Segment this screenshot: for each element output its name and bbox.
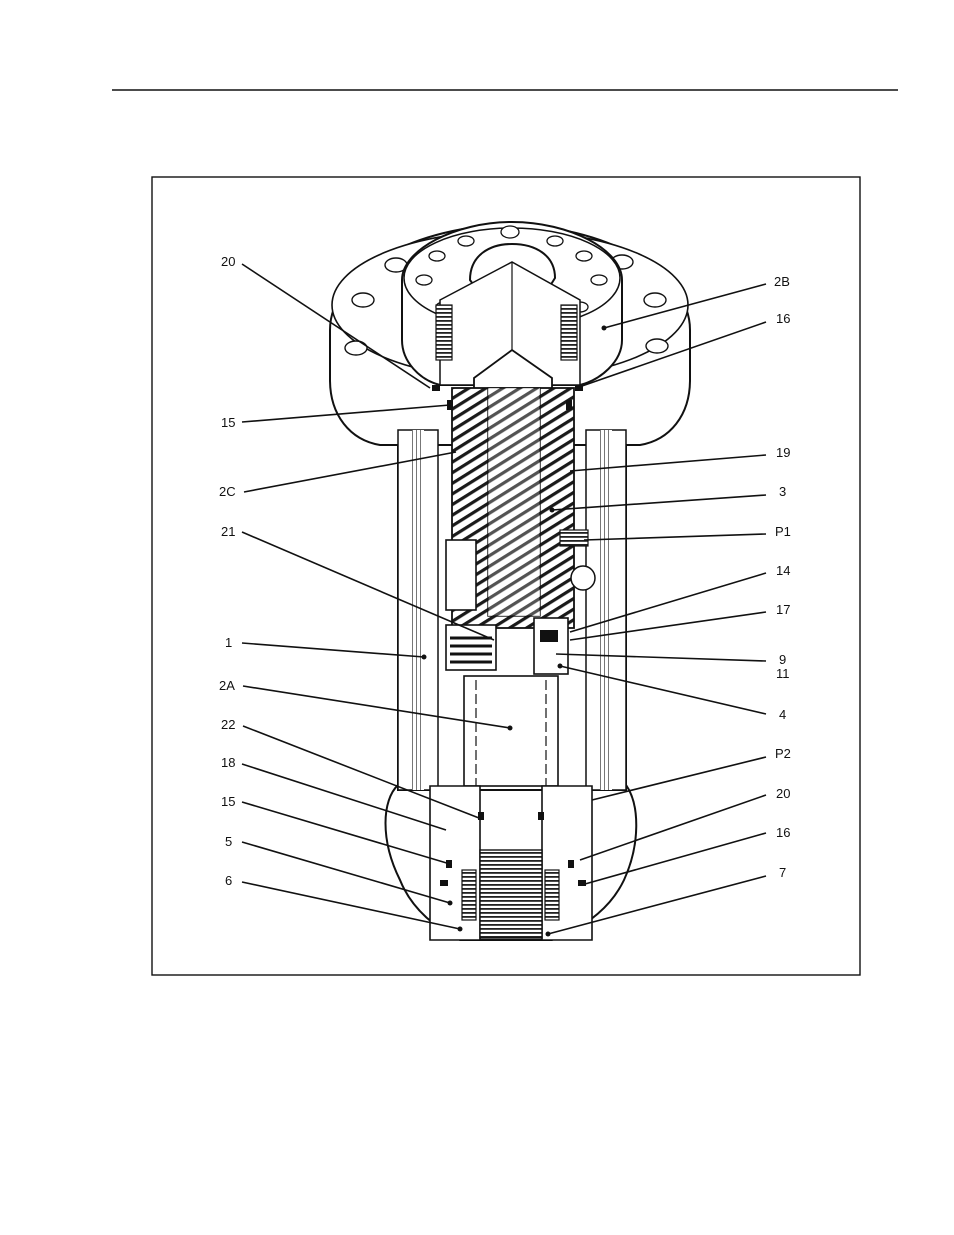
callout-4: 4 [779, 707, 786, 722]
callout-18: 18 [221, 755, 235, 770]
callout-9: 9 [779, 652, 786, 667]
callout-16-bot: 16 [776, 825, 790, 840]
callout-14: 14 [776, 563, 790, 578]
callout-6: 6 [225, 873, 232, 888]
callout-2a: 2A [219, 678, 235, 693]
callout-5: 5 [225, 834, 232, 849]
callout-21: 21 [221, 524, 235, 539]
actuator-drawing [330, 222, 690, 940]
callout-p2: P2 [775, 746, 791, 761]
callout-15-bot: 15 [221, 794, 235, 809]
callout-22: 22 [221, 717, 235, 732]
callout-20-top: 20 [221, 254, 235, 269]
lower-thread [480, 850, 542, 938]
callout-16-top: 16 [776, 311, 790, 326]
lower-cap-screw-right [545, 870, 559, 920]
callout-p1: P1 [775, 524, 791, 539]
output-shaft [464, 676, 558, 786]
callout-2b: 2B [774, 274, 790, 289]
lower-cap-screw-left [462, 870, 476, 920]
callout-19: 19 [776, 445, 790, 460]
callout-20-bot: 20 [776, 786, 790, 801]
callout-2c: 2C [219, 484, 236, 499]
callout-15-top: 15 [221, 415, 235, 430]
callout-1: 1 [225, 635, 232, 650]
callout-3: 3 [779, 484, 786, 499]
callout-17: 17 [776, 602, 790, 617]
callout-11: 11 [776, 666, 790, 681]
callout-7: 7 [779, 865, 786, 880]
retainer-nut [534, 618, 568, 674]
piston [446, 540, 476, 610]
